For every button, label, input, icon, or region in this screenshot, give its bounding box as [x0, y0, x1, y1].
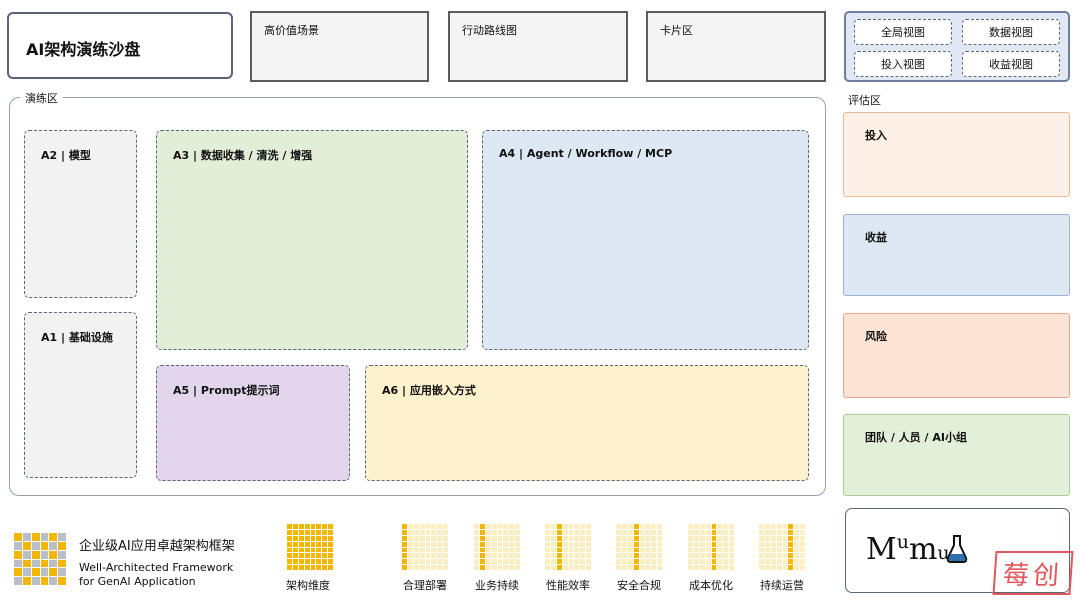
tab-action-roadmap[interactable]: 行动路线图	[448, 11, 628, 82]
area-a3-data[interactable]: A3 | 数据收集 / 清洗 / 增强	[156, 130, 468, 350]
drill-zone	[9, 97, 826, 496]
area-label: A2 | 模型	[41, 149, 91, 162]
area-a5-prompt[interactable]: A5 | Prompt提示词	[156, 365, 350, 481]
view-global-button[interactable]: 全局视图	[854, 19, 952, 45]
area-label: A1 | 基础设施	[41, 331, 113, 344]
area-label: A6 | 应用嵌入方式	[382, 384, 476, 397]
pillar-icon-1	[402, 524, 448, 570]
eval-risk[interactable]: 风险	[843, 313, 1070, 398]
tab-label: 行动路线图	[462, 24, 517, 37]
eval-invest[interactable]: 投入	[843, 112, 1070, 197]
tab-label: 高价值场景	[264, 24, 319, 37]
pillar-icon-2	[474, 524, 520, 570]
view-invest-button[interactable]: 投入视图	[854, 51, 952, 77]
eval-label: 投入	[865, 129, 887, 142]
pillar-label: 持续运营	[760, 579, 804, 592]
pillar-label: 成本优化	[689, 579, 733, 592]
page-title: AI架构演练沙盘	[26, 40, 141, 59]
tab-card-area[interactable]: 卡片区	[646, 11, 826, 82]
evaluation-zone-label: 评估区	[848, 94, 881, 107]
tab-label: 卡片区	[660, 24, 693, 37]
view-switcher: 全局视图 数据视图 投入视图 收益视图	[844, 11, 1070, 82]
view-data-button[interactable]: 数据视图	[962, 19, 1060, 45]
title-box: AI架构演练沙盘	[7, 12, 233, 79]
logo-box: Mumu	[845, 508, 1070, 593]
pillar-icon-3	[545, 524, 591, 570]
eval-revenue[interactable]: 收益	[843, 214, 1070, 296]
area-a6-embedding[interactable]: A6 | 应用嵌入方式	[365, 365, 809, 481]
pillar-icon-4	[616, 524, 662, 570]
area-a1-infrastructure[interactable]: A1 | 基础设施	[24, 312, 137, 478]
view-revenue-button[interactable]: 收益视图	[962, 51, 1060, 77]
drill-zone-label: 演练区	[20, 90, 63, 106]
framework-title-cn: 企业级AI应用卓越架构框架	[79, 539, 235, 554]
pillar-label: 安全合规	[617, 579, 661, 592]
framework-grid-icon	[14, 533, 66, 585]
area-a2-model[interactable]: A2 | 模型	[24, 130, 137, 298]
pillar-icon-6	[759, 524, 805, 570]
dimension-label: 架构维度	[286, 579, 330, 592]
framework-title-en-line1: Well-Architected Framework	[79, 561, 234, 574]
area-label: A5 | Prompt提示词	[173, 384, 280, 397]
pillar-icon-5	[688, 524, 734, 570]
area-label: A4 | Agent / Workflow / MCP	[499, 147, 673, 160]
tab-high-value-scenario[interactable]: 高价值场景	[250, 11, 429, 82]
pillar-label: 业务持续	[475, 579, 519, 592]
eval-label: 风险	[865, 330, 887, 343]
area-a4-agent[interactable]: A4 | Agent / Workflow / MCP	[482, 130, 809, 350]
framework-title-en-line2: for GenAI Application	[79, 575, 196, 588]
eval-label: 团队 / 人员 / AI小组	[865, 431, 967, 444]
eval-team[interactable]: 团队 / 人员 / AI小组	[843, 414, 1070, 496]
pillar-label: 性能效率	[546, 579, 590, 592]
pillar-label: 合理部署	[403, 579, 447, 592]
watermark-stamp: 莓创	[992, 551, 1074, 595]
flask-icon	[946, 535, 968, 563]
mumu-logo: Mumu	[866, 531, 950, 567]
dimension-grid-icon	[287, 524, 333, 570]
area-label: A3 | 数据收集 / 清洗 / 增强	[173, 149, 313, 162]
eval-label: 收益	[865, 231, 887, 244]
